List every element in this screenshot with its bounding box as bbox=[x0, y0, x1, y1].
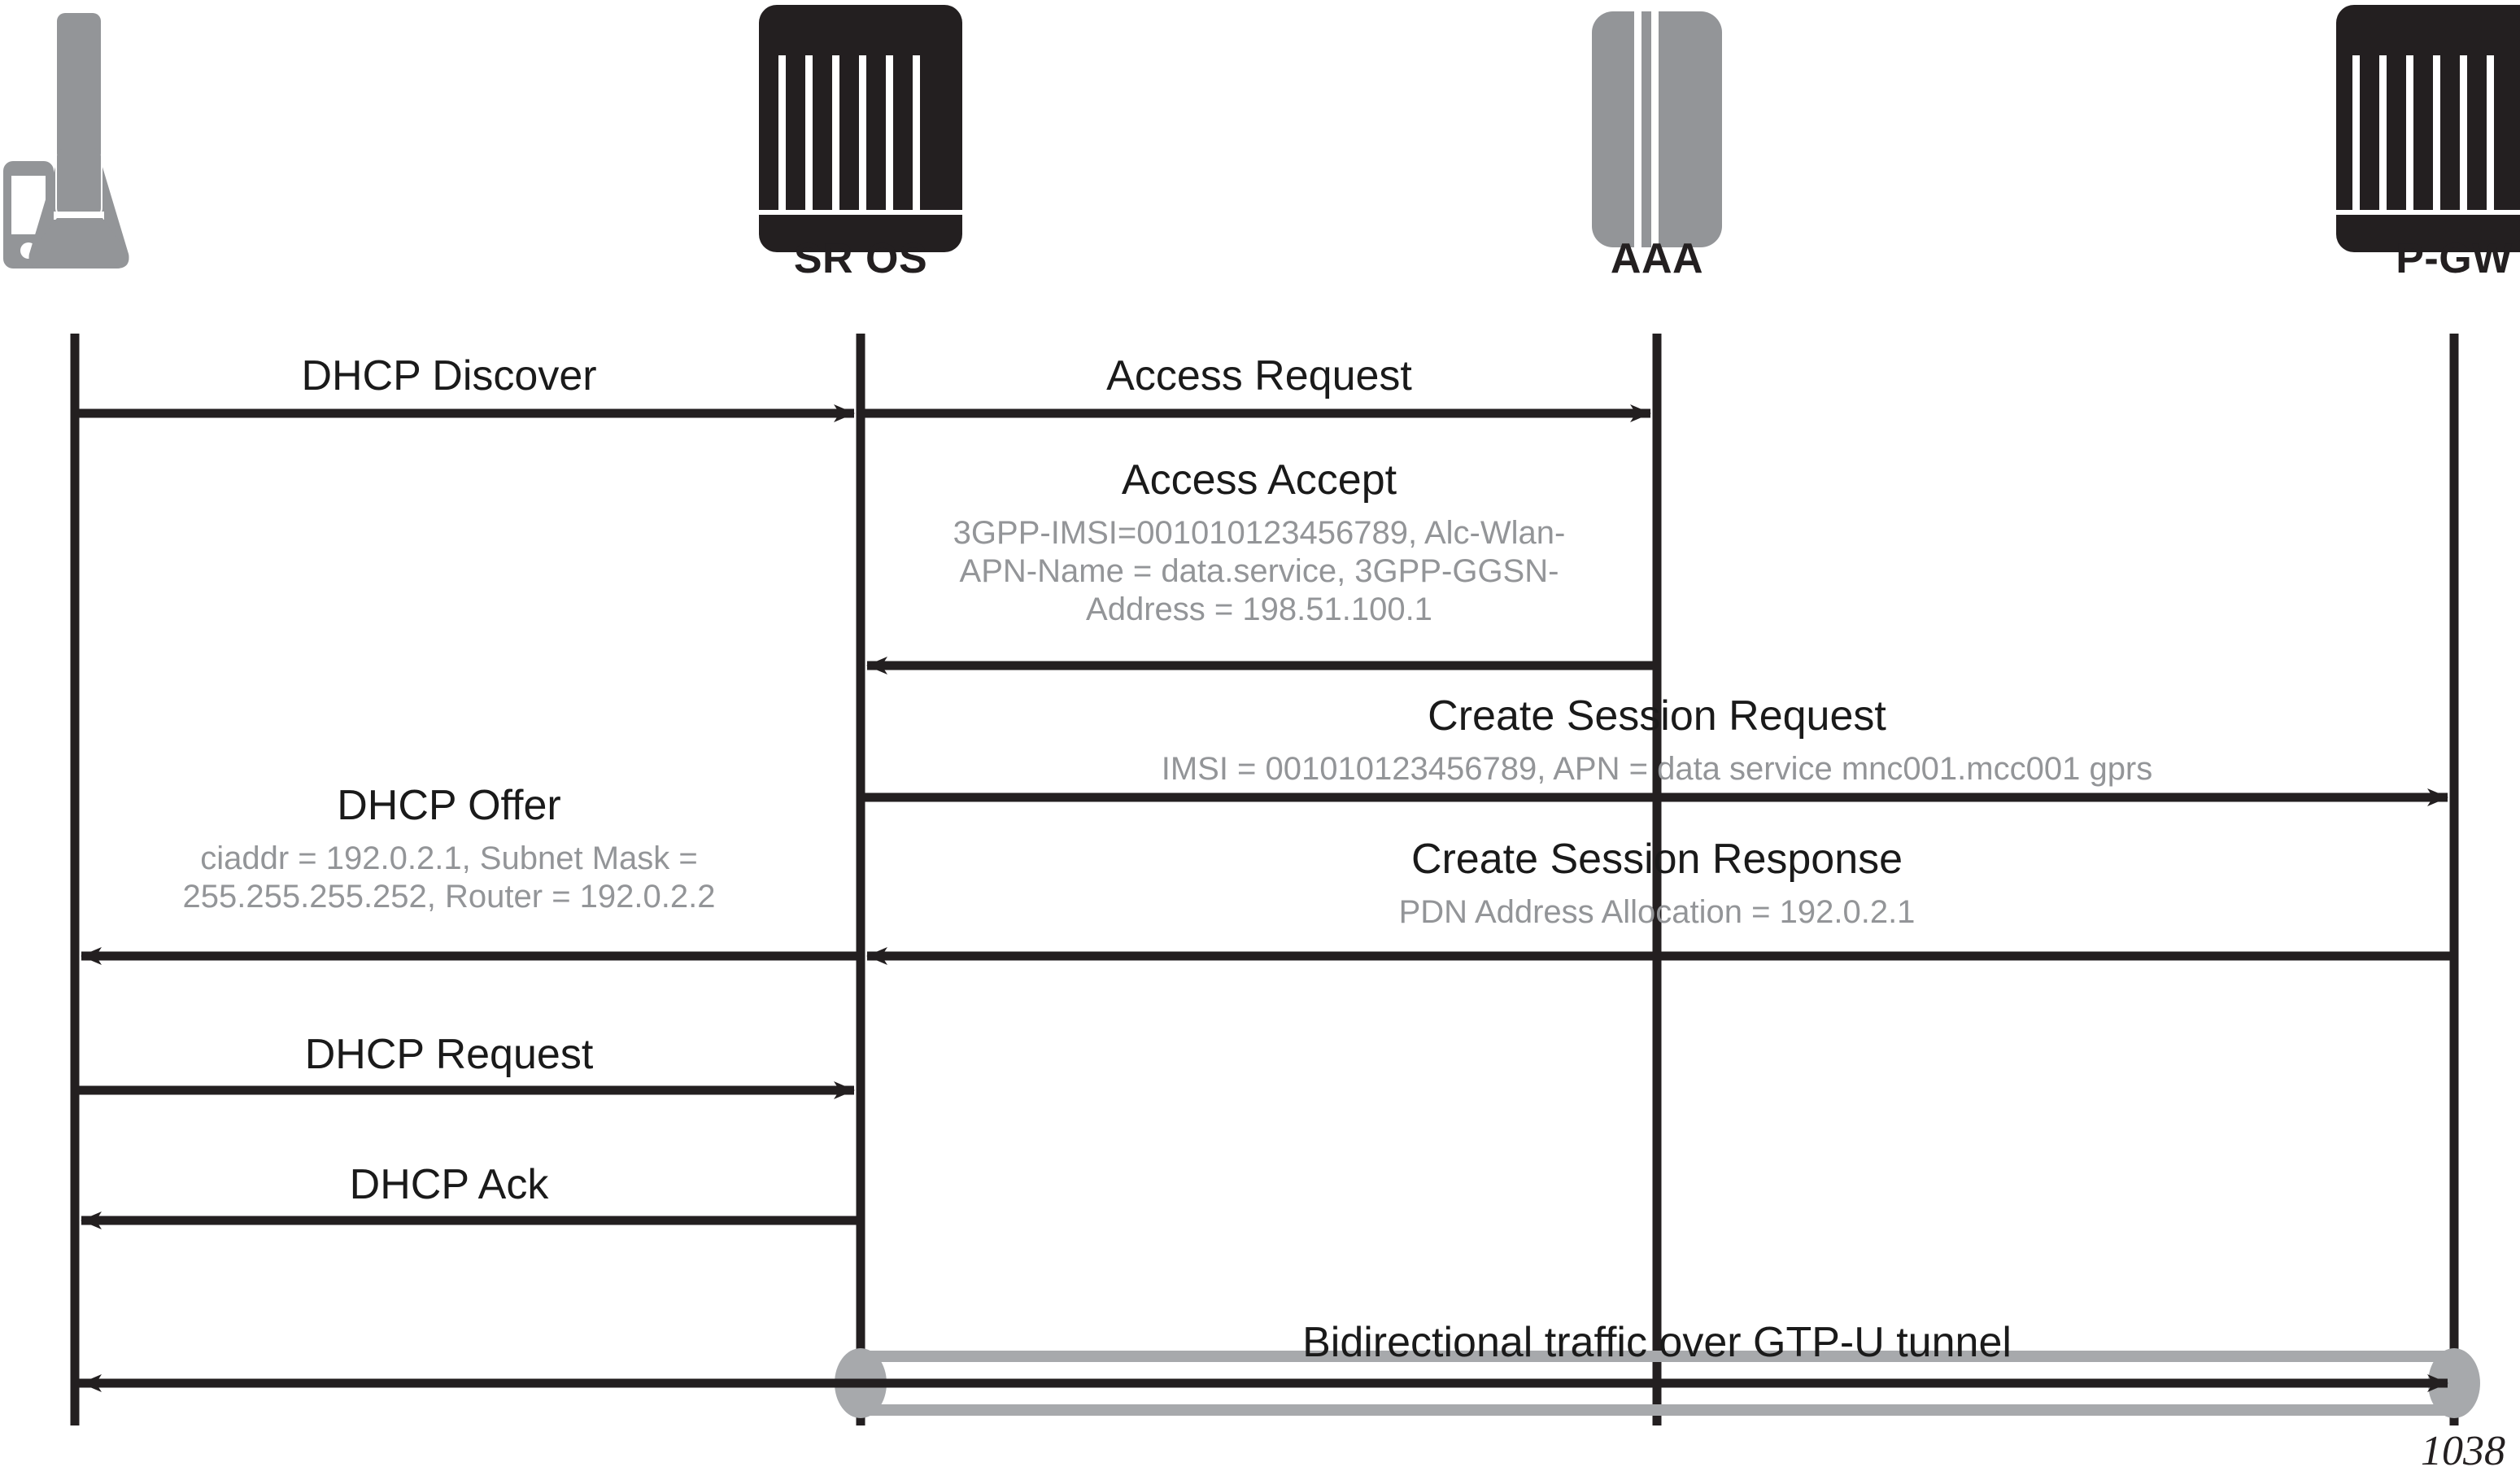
ue-device-icon bbox=[3, 13, 129, 268]
detail-line: PDN Address Allocation = 192.0.2.1 bbox=[1398, 894, 1916, 930]
gtpu-tunnel-shape bbox=[835, 1348, 2480, 1418]
detail-line: 255.255.255.252, Router = 192.0.2.2 bbox=[182, 879, 716, 915]
node-label-sros: SR OS bbox=[793, 235, 928, 282]
node-label-pgw: P-GW bbox=[2396, 235, 2513, 282]
detail-line: IMSI = 001010123456789, APN = data servi… bbox=[1161, 751, 2153, 787]
message-detail-create-session-response: PDN Address Allocation = 192.0.2.1 bbox=[1088, 893, 2226, 932]
router-chassis-icon-sros bbox=[759, 5, 962, 252]
figure-number: 1038 bbox=[2421, 1428, 2505, 1474]
message-label-dhcp-ack: DHCP Ack bbox=[349, 1161, 549, 1208]
detail-line: ciaddr = 192.0.2.1, Subnet Mask = bbox=[200, 840, 698, 876]
message-label-access-request: Access Request bbox=[1106, 352, 1412, 399]
aaa-server-icon bbox=[1592, 11, 1722, 247]
detail-line: Address = 198.51.100.1 bbox=[1086, 592, 1432, 628]
message-label-access-accept: Access Accept bbox=[1121, 456, 1397, 504]
router-chassis-icon-pgw bbox=[2336, 5, 2520, 252]
lifeline-group bbox=[70, 334, 2459, 1425]
message-detail-dhcp-offer: ciaddr = 192.0.2.1, Subnet Mask = 255.25… bbox=[83, 840, 815, 916]
message-detail-create-session-request: IMSI = 001010123456789, APN = data servi… bbox=[925, 750, 2389, 788]
message-label-create-session-request: Create Session Request bbox=[1428, 692, 1886, 740]
message-detail-access-accept: 3GPP-IMSI=001010123456789, Alc-Wlan- APN… bbox=[861, 514, 1658, 630]
detail-line: APN-Name = data.service, 3GPP-GGSN- bbox=[959, 553, 1559, 590]
message-label-gtpu-tunnel: Bidirectional traffic over GTP-U tunnel bbox=[1302, 1319, 2012, 1366]
detail-line: 3GPP-IMSI=001010123456789, Alc-Wlan- bbox=[953, 515, 1566, 551]
message-label-dhcp-discover: DHCP Discover bbox=[301, 352, 597, 399]
message-label-dhcp-offer: DHCP Offer bbox=[337, 782, 561, 829]
message-label-create-session-response: Create Session Response bbox=[1410, 836, 1903, 883]
node-label-aaa: AAA bbox=[1610, 235, 1704, 282]
message-label-dhcp-request: DHCP Request bbox=[304, 1031, 594, 1078]
message-arrows bbox=[75, 404, 2454, 1392]
